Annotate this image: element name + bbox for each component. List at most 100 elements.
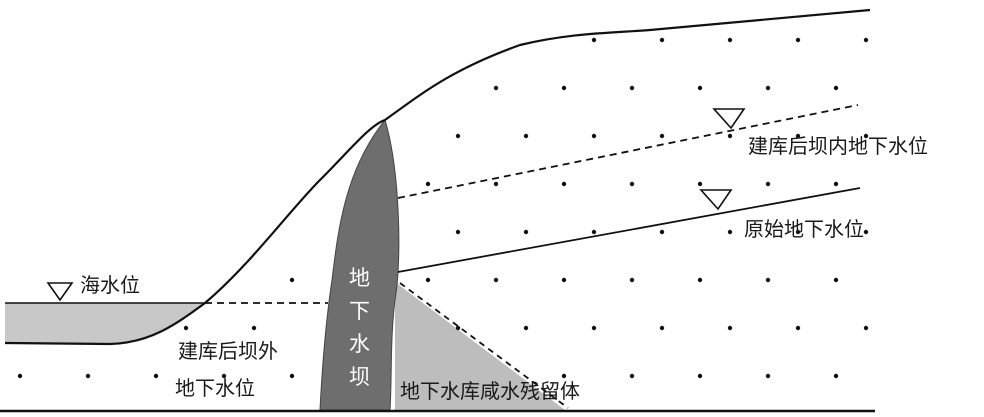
soil-dot [863, 133, 869, 139]
original-water-level-label: 原始地下水位 [744, 217, 864, 241]
saltwater-residue-label: 地下水库咸水残留体 [400, 379, 580, 403]
soil-dot [357, 85, 363, 91]
soil-dot [493, 85, 499, 91]
dam-label-char-1: 地 [349, 266, 370, 290]
soil-dot [85, 373, 91, 379]
soil-dot [17, 373, 23, 379]
soil-dot [47, 133, 53, 139]
original-water-level-line [397, 187, 861, 273]
soil-dot [765, 277, 771, 283]
soil-dot [115, 229, 121, 235]
soil-dot [697, 277, 703, 283]
dam-label-char-3: 水 [349, 332, 370, 356]
original-water-level-marker-icon [699, 189, 733, 211]
soil-dot [251, 325, 257, 331]
soil-dot [863, 37, 869, 43]
inner-water-level-dashed [397, 104, 859, 199]
soil-dot [697, 181, 703, 187]
soil-dot [183, 325, 189, 331]
soil-dot [17, 85, 23, 91]
soil-dot [863, 325, 869, 331]
soil-dot [523, 229, 529, 235]
soil-dot [425, 277, 431, 283]
soil-dot [183, 37, 189, 43]
soil-dot [659, 229, 665, 235]
soil-dot [319, 37, 325, 43]
soil-dot [659, 37, 665, 43]
soil-dot [561, 85, 567, 91]
soil-dot [523, 37, 529, 43]
soil-dot [425, 181, 431, 187]
soil-dot [833, 85, 839, 91]
outer-water-level-label-line1: 建库后坝外 [178, 339, 278, 363]
soil-dot [833, 277, 839, 283]
soil-dot [17, 181, 23, 187]
soil-dot [153, 373, 159, 379]
soil-dot [455, 229, 461, 235]
saltwater-interface-dashed [399, 282, 569, 409]
outer-water-level-label-line2: 地下水位 [175, 376, 255, 400]
soil-dot [765, 181, 771, 187]
soil-dot [561, 277, 567, 283]
soil-dot [863, 229, 869, 235]
soil-dot [221, 277, 227, 283]
soil-dot [561, 181, 567, 187]
sea-level-marker-icon [46, 282, 74, 302]
soil-dot [251, 37, 257, 43]
soil-dot [289, 85, 295, 91]
saltwater-residue-wedge [395, 282, 565, 410]
soil-dot [85, 85, 91, 91]
soil-dot [221, 181, 227, 187]
soil-dot [17, 277, 23, 283]
soil-dot [629, 181, 635, 187]
soil-dot [659, 133, 665, 139]
inner-water-level-marker-icon [712, 108, 746, 130]
soil-dot [727, 325, 733, 331]
soil-dot [183, 229, 189, 235]
soil-dot [795, 229, 801, 235]
soil-dot [289, 373, 295, 379]
soil-dot [697, 85, 703, 91]
soil-dot [183, 133, 189, 139]
soil-dot [727, 229, 733, 235]
soil-dot [251, 229, 257, 235]
soil-dot [833, 373, 839, 379]
soil-dot [523, 133, 529, 139]
soil-dot [221, 373, 227, 379]
soil-dot [727, 133, 733, 139]
soil-dot [591, 37, 597, 43]
soil-dot [795, 37, 801, 43]
soil-dot [115, 133, 121, 139]
soil-dot [455, 133, 461, 139]
soil-dot [795, 133, 801, 139]
soil-dot [455, 37, 461, 43]
ground-surface-line [4, 8, 871, 346]
soil-dot [289, 181, 295, 187]
soil-dot [727, 37, 733, 43]
soil-dot [115, 37, 121, 43]
soil-dot [591, 229, 597, 235]
soil-dot [523, 325, 529, 331]
dam-label-char-4: 坝 [349, 365, 370, 389]
sea-level-label: 海水位 [80, 273, 140, 297]
soil-dot [289, 277, 295, 283]
soil-dot [795, 325, 801, 331]
soil-dot [765, 85, 771, 91]
soil-dot [493, 181, 499, 187]
soil-dot [629, 277, 635, 283]
soil-dot [629, 85, 635, 91]
soil-dot [591, 325, 597, 331]
soil-dot [153, 85, 159, 91]
dam-label-char-2: 下 [349, 299, 370, 323]
soil-dot [765, 373, 771, 379]
soil-dot [697, 373, 703, 379]
soil-dot [221, 85, 227, 91]
soil-dot [387, 37, 393, 43]
soil-dot [455, 325, 461, 331]
inner-water-level-label: 建库后坝内地下水位 [748, 134, 928, 158]
soil-dot [591, 133, 597, 139]
soil-dot [493, 277, 499, 283]
soil-dot [47, 229, 53, 235]
